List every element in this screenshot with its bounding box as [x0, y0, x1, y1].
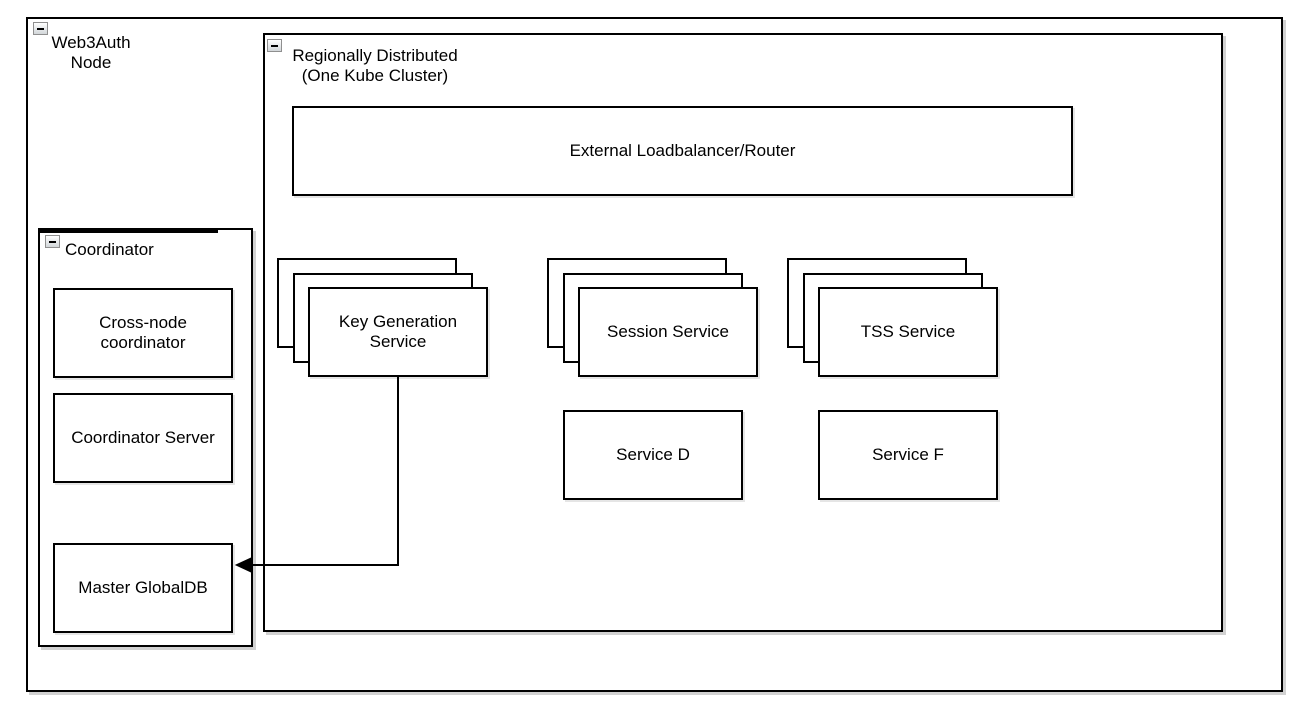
regionally-distributed-title: Regionally Distributed (One Kube Cluster… — [292, 46, 458, 85]
minus-icon — [37, 27, 44, 30]
service-d-label: Service D — [616, 445, 690, 464]
regionally-collapse-button[interactable] — [267, 39, 282, 52]
tss-service-node[interactable]: TSS Service — [818, 287, 998, 377]
service-f-label: Service F — [872, 445, 944, 464]
session-service-node[interactable]: Session Service — [578, 287, 758, 377]
key-generation-service-label: Key Generation Service — [338, 312, 458, 351]
coordinator-server-node[interactable]: Coordinator Server — [53, 393, 233, 483]
web3auth-collapse-button[interactable] — [33, 22, 48, 35]
cross-node-coordinator-node[interactable]: Cross-node coordinator — [53, 288, 233, 378]
cross-node-coordinator-label: Cross-node coordinator — [99, 313, 187, 352]
key-generation-service-node[interactable]: Key Generation Service — [308, 287, 488, 377]
web3auth-node-container[interactable]: Web3Auth Node Regionally Distributed (On… — [26, 17, 1283, 692]
session-service-label: Session Service — [607, 322, 729, 341]
minus-icon — [271, 44, 278, 47]
coordinator-container[interactable]: Coordinator Cross-node coordinator Coord… — [38, 228, 253, 647]
regionally-distributed-container[interactable]: Regionally Distributed (One Kube Cluster… — [263, 33, 1223, 632]
external-loadbalancer-label: External Loadbalancer/Router — [569, 141, 796, 160]
web3auth-node-title: Web3Auth Node — [51, 33, 131, 72]
minus-icon — [49, 240, 56, 243]
service-f-node[interactable]: Service F — [818, 410, 998, 500]
external-loadbalancer-node[interactable]: External Loadbalancer/Router — [292, 106, 1073, 196]
coordinator-title: Coordinator — [65, 240, 154, 259]
coordinator-server-label: Coordinator Server — [71, 428, 215, 447]
coordinator-collapse-button[interactable] — [45, 235, 60, 248]
service-d-node[interactable]: Service D — [563, 410, 743, 500]
master-globaldb-label: Master GlobalDB — [78, 578, 208, 597]
tss-service-label: TSS Service — [860, 322, 956, 341]
master-globaldb-node[interactable]: Master GlobalDB — [53, 543, 233, 633]
